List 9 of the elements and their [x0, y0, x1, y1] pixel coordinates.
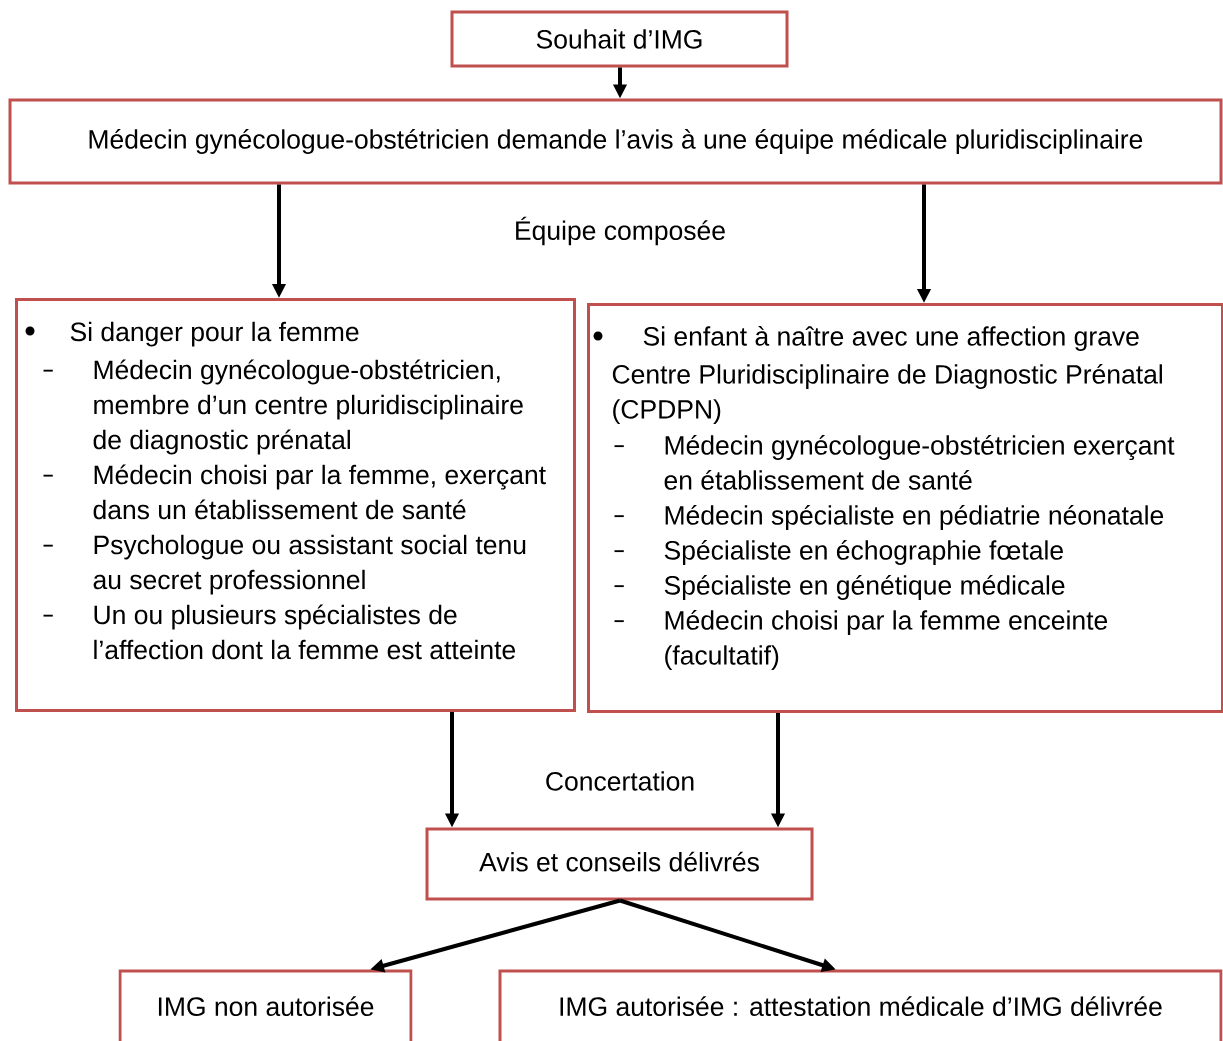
annotation-text: Concertation [546, 771, 694, 791]
process-box: IMG autorisée : attestation médicale d’IMG délivrée [498, 969, 1223, 1041]
process-box: Souhait d’IMG [450, 10, 789, 68]
process-box: IMG non autorisée [118, 969, 413, 1041]
process-box: Avis et conseils délivrés [425, 827, 814, 901]
list-box: Si enfant à naître avec une affection grave Centre Pluridisciplinaire de Diagnostic Prénatal (CPDPN) Médecin gynécologue-obstétricien exerçant en établissement de santé Médecin spécialiste en pédiatrie néonatale Spécialiste en échographie fœtale Spécialiste en génétique médicale Médecin choisi par la femme enceinte (facultatif) [587, 303, 1223, 713]
process-box: Médecin gynécologue-obstétricien demande l’avis à une équipe médicale pluridisciplinaire [8, 98, 1223, 185]
list-box: Si danger pour la femme Médecin gynécologue-obstétricien, membre d’un centre pluridisciplinaire de diagnostic prénatal Médecin choisi par la femme, exerçant dans un établissement de santé Psychologue ou assistant social tenu au secret professionnel Un ou plusieurs spécialistes de l’affection dont la femme est atteinte [15, 298, 576, 712]
annotation-text: Équipe composée [516, 216, 725, 246]
